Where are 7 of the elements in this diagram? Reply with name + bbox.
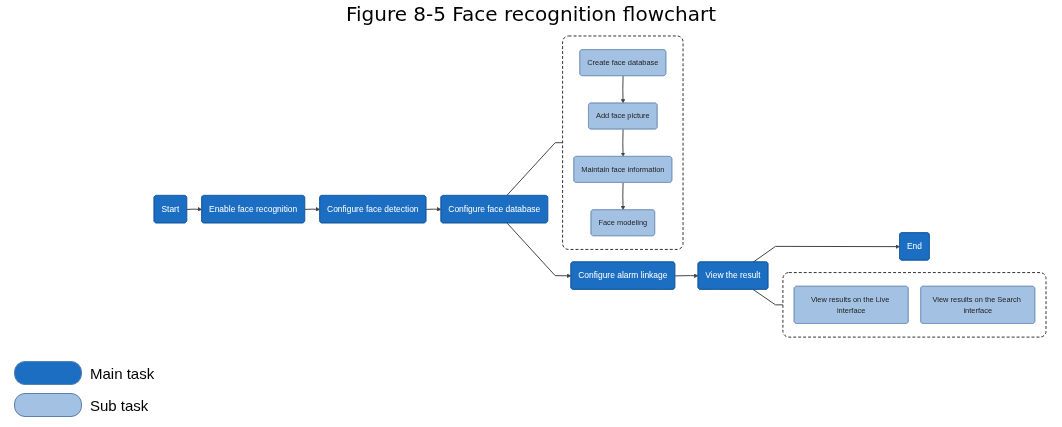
connector xyxy=(752,288,784,306)
connector xyxy=(506,142,564,196)
cluster xyxy=(782,272,1047,338)
legend-label: Sub task xyxy=(90,396,149,414)
legend-label: Main task xyxy=(90,364,155,382)
figure-title: Figure 8-5 Face recognition flowchart xyxy=(344,2,718,26)
cluster xyxy=(562,35,684,250)
